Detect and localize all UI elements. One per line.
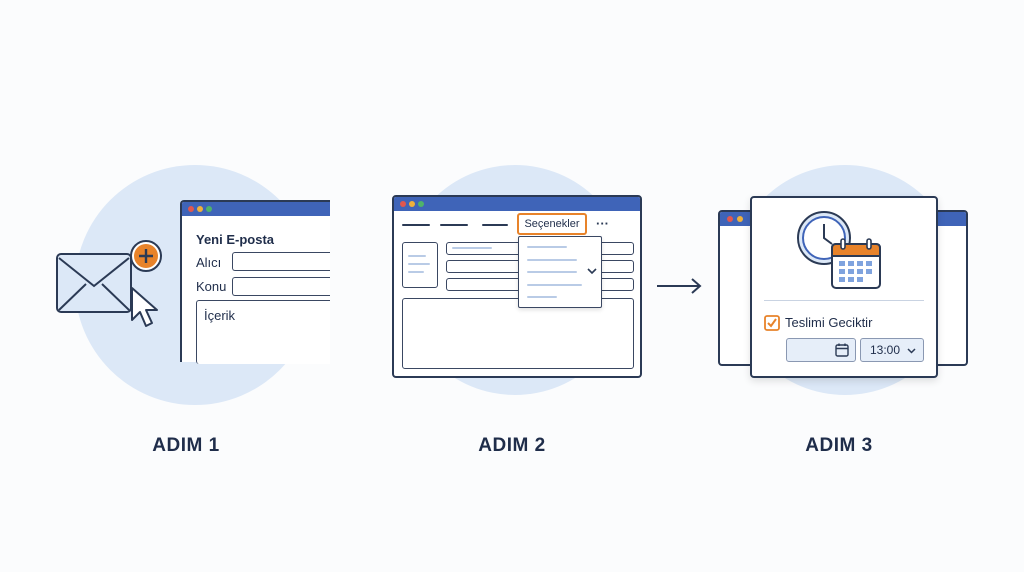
options-button-label: Seçenekler <box>524 218 580 230</box>
to-field[interactable] <box>232 252 352 271</box>
minimize-dot[interactable] <box>409 201 415 207</box>
toolbar-item[interactable] <box>402 224 430 226</box>
chevron-down-icon <box>907 348 916 354</box>
add-plus-icon[interactable] <box>128 238 164 274</box>
dropdown-option[interactable] <box>527 259 577 261</box>
delay-checkbox-label: Teslimi Geciktir <box>785 315 873 330</box>
arrow-right-icon <box>657 278 702 294</box>
time-value: 13:00 <box>870 343 901 357</box>
dropdown-option[interactable] <box>527 271 577 273</box>
dropdown-option[interactable] <box>527 296 557 298</box>
toolbar-item[interactable] <box>440 224 468 226</box>
time-select[interactable]: 13:00 <box>860 338 924 362</box>
dropdown-option[interactable] <box>527 284 582 286</box>
message-body[interactable] <box>402 298 634 369</box>
new-email-window: Yeni E-posta Alıcı Konu İçerik <box>180 200 352 364</box>
cursor-arrow-icon <box>131 287 158 327</box>
window-titlebar <box>394 197 640 211</box>
step-1-label: ADIM 1 <box>152 435 220 456</box>
placeholder-line <box>408 263 430 265</box>
placeholder-line <box>452 247 492 249</box>
close-dot[interactable] <box>400 201 406 207</box>
calendar-small-icon <box>835 343 849 357</box>
side-panel <box>402 242 438 288</box>
body-field[interactable] <box>196 300 352 364</box>
dropdown-option[interactable] <box>527 246 567 248</box>
step-2-label: ADIM 2 <box>478 435 546 456</box>
maximize-dot[interactable] <box>418 201 424 207</box>
step-3-label: ADIM 3 <box>805 435 873 456</box>
subject-field[interactable] <box>232 277 352 296</box>
body-placeholder: İçerik <box>204 308 236 323</box>
toolbar-item[interactable] <box>482 224 508 226</box>
more-menu[interactable]: ··· <box>596 216 609 231</box>
maximize-dot[interactable] <box>206 206 212 212</box>
window-crop-mask <box>330 195 370 370</box>
calendar-icon <box>831 238 881 289</box>
placeholder-line <box>408 255 426 257</box>
window-title: Yeni E-posta <box>196 232 275 247</box>
envelope-icon <box>56 253 132 313</box>
options-dropdown[interactable] <box>518 236 602 308</box>
close-dot[interactable] <box>727 216 733 222</box>
divider <box>764 300 924 301</box>
minimize-dot[interactable] <box>737 216 743 222</box>
delay-checkbox[interactable] <box>764 315 780 331</box>
chevron-down-icon <box>587 268 597 275</box>
subject-label: Konu <box>196 279 227 294</box>
window-titlebar <box>182 202 350 216</box>
date-field[interactable] <box>786 338 856 362</box>
to-label: Alıcı <box>196 255 222 270</box>
delay-delivery-dialog: Teslimi Geciktir 13:00 <box>750 196 938 378</box>
placeholder-line <box>408 271 424 273</box>
close-dot[interactable] <box>188 206 194 212</box>
minimize-dot[interactable] <box>197 206 203 212</box>
options-button[interactable]: Seçenekler <box>517 213 587 235</box>
